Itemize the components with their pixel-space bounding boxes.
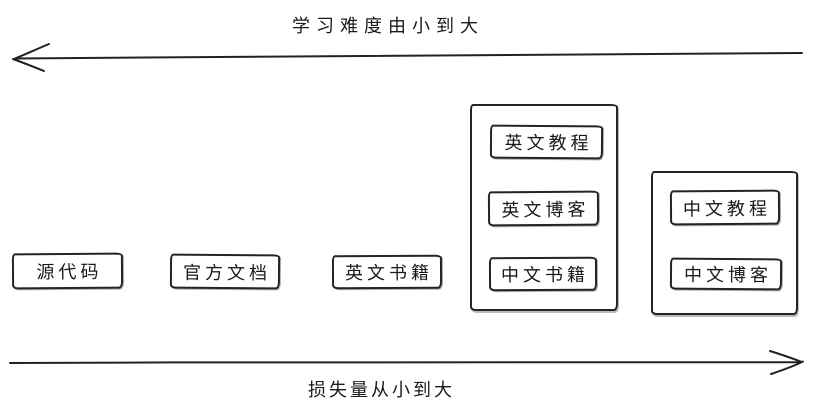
box-english-tutorials-label: 英文教程 [504, 132, 593, 154]
box-chinese-tutorials: 中文教程 [669, 189, 781, 226]
box-english-books-label: 英文书籍 [344, 262, 434, 284]
right-arrow-head [769, 350, 804, 375]
box-english-books: 英文书籍 [331, 254, 443, 290]
box-chinese-tutorials-label: 中文教程 [682, 198, 772, 219]
group-box-chinese: 中文教程 中文博客 [651, 171, 798, 315]
box-english-tutorials: 英文教程 [489, 124, 604, 160]
bottom-axis-label: 损失量从小到大 [308, 380, 455, 400]
left-arrow-head [12, 43, 50, 72]
box-official-docs: 官方文档 [169, 253, 281, 290]
group-box-english-chinese: 英文教程 英文博客 中文书籍 [470, 104, 618, 311]
box-source-code: 源代码 [11, 252, 124, 290]
box-english-blogs: 英文博客 [487, 190, 600, 227]
box-english-blogs-label: 英文博客 [501, 199, 590, 220]
top-axis-label: 学习难度由小到大 [292, 16, 484, 36]
box-chinese-books-label: 中文书籍 [500, 264, 590, 286]
box-chinese-blogs: 中文博客 [669, 257, 783, 291]
left-arrow-line [15, 52, 803, 60]
left-arrow-icon [12, 43, 803, 72]
box-source-code-label: 源代码 [36, 261, 103, 283]
box-chinese-books: 中文书籍 [488, 256, 598, 292]
box-chinese-blogs-label: 中文博客 [683, 264, 773, 286]
right-arrow-line [9, 361, 801, 364]
box-official-docs-label: 官方文档 [182, 262, 272, 283]
right-arrow-icon [9, 350, 804, 375]
